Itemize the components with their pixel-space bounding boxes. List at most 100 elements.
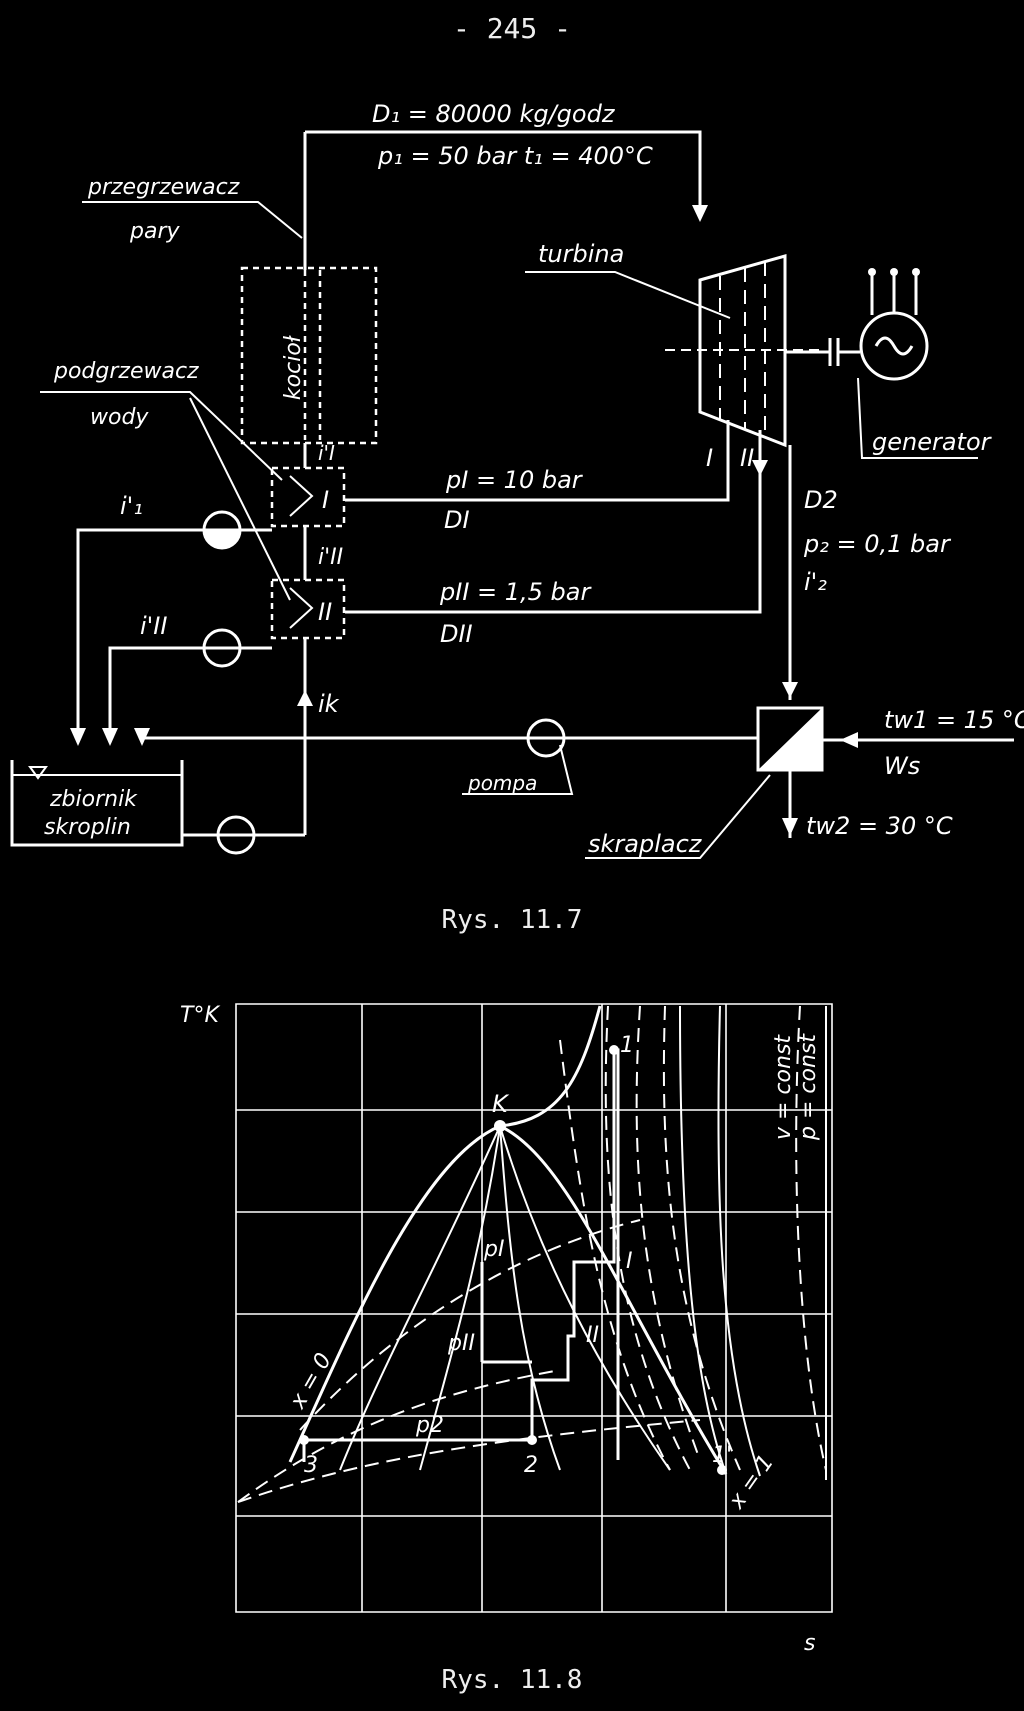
isochore-5 xyxy=(795,1005,827,1471)
label-1prime: 1' xyxy=(712,1443,732,1468)
point-3 xyxy=(299,1435,309,1445)
extract-II-label: II xyxy=(740,444,754,472)
p1-label: p₁ = 50 bar t₁ = 400°C xyxy=(377,142,653,170)
heater-label-2: wody xyxy=(90,405,149,430)
turbine-stages xyxy=(719,262,766,438)
page-number: - 245 - xyxy=(453,12,571,45)
DI-label: DI xyxy=(444,506,470,534)
quality-line xyxy=(499,1125,561,1471)
main-steam-line xyxy=(305,130,702,218)
pII-label: pII = 1,5 bar xyxy=(439,578,592,606)
legend-p: p = const xyxy=(796,1033,821,1141)
isobar-p1 xyxy=(499,1005,602,1128)
cycle-path xyxy=(304,1050,616,1442)
terminal-icon xyxy=(890,268,898,276)
superheater-label-1: przegrzewacz xyxy=(87,175,240,200)
superheater-label-2: pary xyxy=(129,219,180,244)
label-pI: pI xyxy=(483,1237,504,1262)
isochore-inner xyxy=(299,1219,641,1431)
grid-horizontal xyxy=(236,1109,832,1517)
ik-label: ik xyxy=(318,690,340,718)
i1-label: i'₁ xyxy=(120,492,143,520)
point-1prime xyxy=(717,1465,727,1475)
grid-vertical xyxy=(361,1004,727,1612)
critical-point xyxy=(494,1120,506,1132)
pump-leader xyxy=(462,744,574,795)
condenser-fill xyxy=(758,708,822,770)
arrow-down-icon xyxy=(692,205,708,222)
x-axis-label: s xyxy=(804,1631,815,1656)
isochore-inner xyxy=(237,1369,561,1503)
heater-II-coil xyxy=(289,587,314,629)
arrow-down-icon xyxy=(70,728,86,746)
label-p2: p2 xyxy=(415,1413,444,1438)
drain-line-II xyxy=(108,646,272,740)
iI-inner-label: i'I xyxy=(318,441,335,465)
tank-label-1: zbiornik xyxy=(49,787,138,812)
generator-leads xyxy=(870,275,918,315)
arrow-down-icon xyxy=(102,728,118,746)
saturation-dome xyxy=(288,1124,728,1475)
condensate-pump xyxy=(526,718,566,758)
regeneration-line xyxy=(480,1262,532,1364)
i2-label: i'₂ xyxy=(804,568,827,596)
isochore-1 xyxy=(635,1005,701,1461)
boiler-tubes xyxy=(303,270,322,440)
quality-line xyxy=(419,1125,501,1471)
terminal-icon xyxy=(868,268,876,276)
figure1-caption: Rys. 11.7 xyxy=(442,905,583,935)
label-1: 1 xyxy=(620,1033,634,1058)
condensate-tank xyxy=(10,760,184,847)
heater-I xyxy=(270,466,346,528)
DII-label: DII xyxy=(440,620,473,648)
heater-I-coil xyxy=(289,475,314,517)
turbine-leader xyxy=(525,271,731,319)
arrow-down-icon xyxy=(782,818,798,836)
feed-pump xyxy=(216,815,256,855)
point-1 xyxy=(609,1045,619,1055)
tw1-label: tw1 = 15 °C xyxy=(884,706,1024,734)
isobar-p2 xyxy=(679,1005,727,1475)
isobar-right xyxy=(717,1005,761,1477)
iII-inner-label: i'II xyxy=(318,545,343,570)
legend-v: v = const xyxy=(771,1034,796,1140)
turbine-body xyxy=(698,254,787,448)
arrow-left-icon xyxy=(840,732,858,748)
label-II: II xyxy=(586,1323,599,1348)
boiler-label: kocioł xyxy=(281,335,306,400)
label-2: 2 xyxy=(524,1453,538,1478)
extraction-line-II xyxy=(345,430,762,614)
extract-I-label: I xyxy=(706,444,713,472)
sine-icon xyxy=(874,336,914,356)
condenser-label: skraplacz xyxy=(588,830,703,858)
isochore-3 xyxy=(559,1039,671,1471)
d1-label: D₁ = 80000 kg/godz xyxy=(372,100,616,128)
ws-label: Ws xyxy=(884,752,920,780)
isochore-inner xyxy=(237,1419,701,1503)
iII-label: i'II xyxy=(140,612,167,640)
extraction-line-I xyxy=(345,420,730,502)
tw2-label: tw2 = 30 °C xyxy=(806,812,953,840)
turbine-label: turbina xyxy=(538,240,624,268)
coupling xyxy=(785,338,860,366)
heater-II xyxy=(270,578,346,640)
arrow-down-icon xyxy=(752,460,768,476)
drain-pump-II xyxy=(202,628,242,668)
condenser-leader xyxy=(585,774,771,859)
arrow-down-icon xyxy=(134,728,150,746)
p2-label: p₂ = 0,1 bar xyxy=(803,530,952,558)
label-x0: x = 0 xyxy=(285,1349,337,1414)
label-3: 3 xyxy=(304,1453,318,1478)
arrow-up-icon xyxy=(297,690,313,706)
label-I: I xyxy=(626,1249,633,1274)
isochore-2 xyxy=(662,1005,741,1471)
isochore-4 xyxy=(604,1005,691,1471)
quality-line xyxy=(499,1125,671,1471)
heater-II-label: II xyxy=(318,598,332,626)
superheater-leader xyxy=(82,201,303,239)
label-K: K xyxy=(492,1090,510,1118)
level-icon xyxy=(28,766,48,780)
condensate-return-line xyxy=(140,736,758,740)
pI-label: pI = 10 bar xyxy=(445,466,584,494)
